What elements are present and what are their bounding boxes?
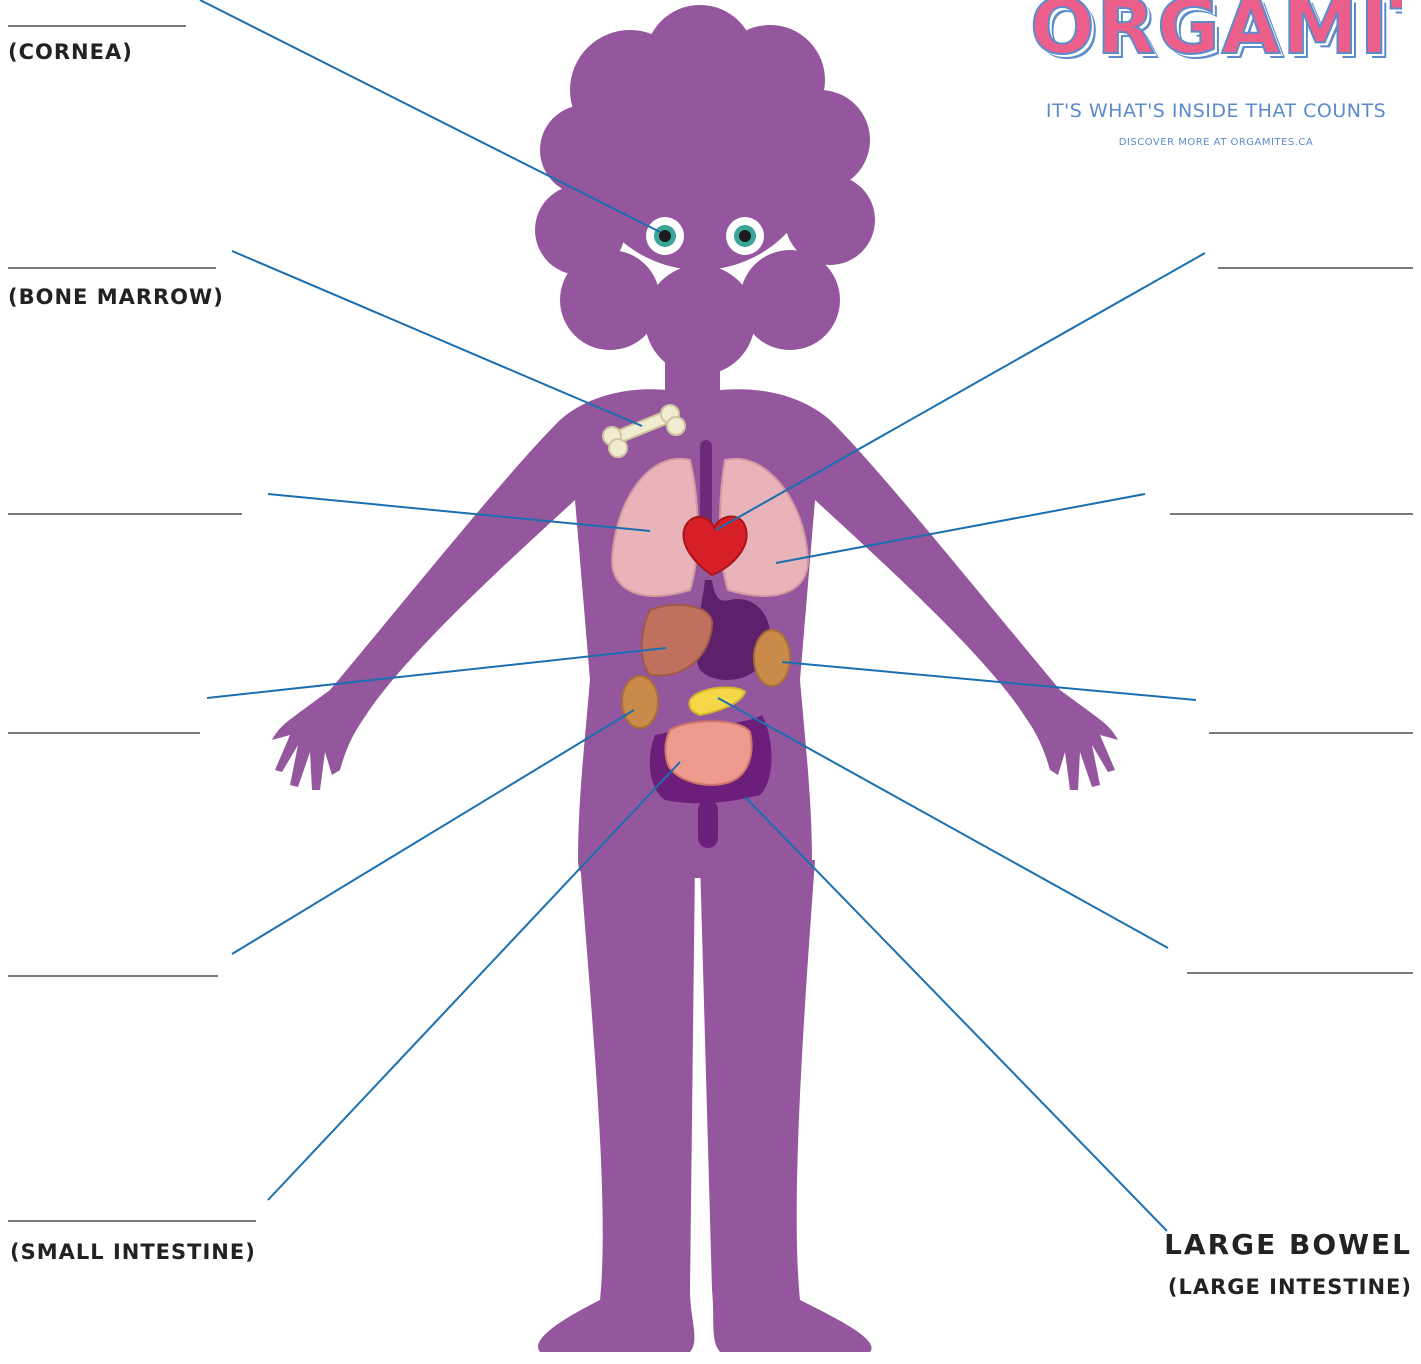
leader-line-large-intestine xyxy=(745,797,1167,1231)
hair xyxy=(535,5,875,375)
brand-discover-link[interactable]: DISCOVER MORE AT ORGAMITES.CA xyxy=(1030,137,1402,148)
label-cornea: (CORNEA) xyxy=(8,40,133,64)
label-small-intestine: (SMALL INTESTINE) xyxy=(10,1240,256,1264)
label-bone-marrow: (BONE MARROW) xyxy=(8,285,224,309)
label-large-intestine: (LARGE INTESTINE) xyxy=(1150,1275,1412,1299)
body-silhouette xyxy=(272,5,1118,1352)
left-eye xyxy=(646,217,684,255)
brand-tagline: IT'S WHAT'S INSIDE THAT COUNTS xyxy=(1030,100,1402,122)
label-large-bowel: LARGE BOWEL xyxy=(1150,1228,1412,1261)
right-eye xyxy=(726,217,764,255)
small-intestine-icon xyxy=(666,721,752,785)
orgamites-logo: ORGAMITES xyxy=(1030,0,1402,70)
